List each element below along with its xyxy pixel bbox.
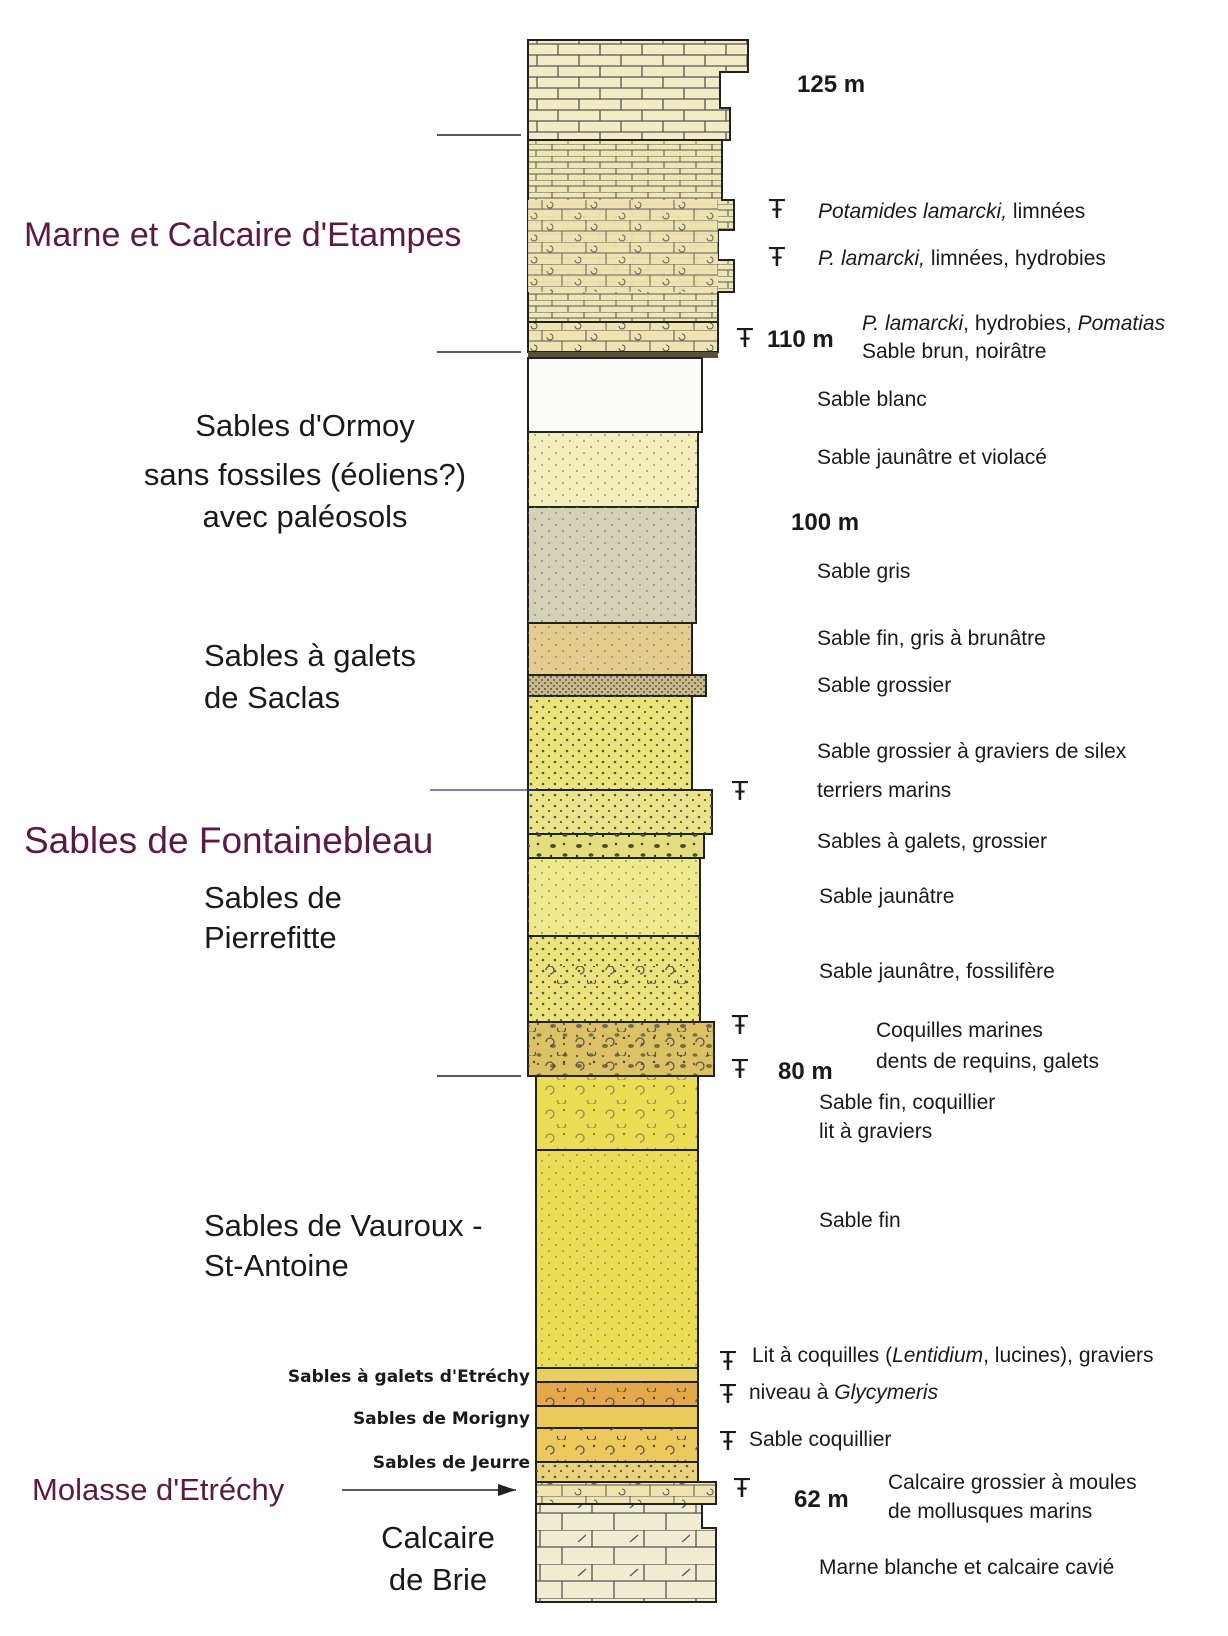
layer-calcaire-de-brie bbox=[535, 1503, 717, 1603]
formation-label-ormoy-3: avec paléosols bbox=[202, 499, 407, 534]
layer-sable-coquillier-shells bbox=[536, 1428, 698, 1462]
formation-label-vauroux-2: St-Antoine bbox=[204, 1248, 349, 1283]
desc-sable-brun: Sable brun, noirâtre bbox=[862, 340, 1046, 363]
molasse-arrow-head bbox=[498, 1484, 516, 1496]
formation-label-etampes: Marne et Calcaire d'Etampes bbox=[24, 216, 461, 254]
formation-label-molasse: Molasse d'Etréchy bbox=[32, 1472, 285, 1507]
fossil-symbol-icon: Ŧ bbox=[733, 1474, 750, 1504]
layer-coquilles-marines-pebbles bbox=[528, 1022, 714, 1076]
formation-label-vauroux-1: Sables de Vauroux - bbox=[204, 1208, 483, 1243]
fossil-symbol-icon: Ŧ bbox=[719, 1380, 736, 1410]
layer-sable-fin-coquillier-shells bbox=[536, 1076, 698, 1150]
layer-sable-jaunatre-dots bbox=[528, 858, 700, 936]
fossil-symbol-icon: Ŧ bbox=[731, 1055, 748, 1085]
layer-sable-blanc bbox=[527, 357, 703, 433]
fossil-symbol-icon: Ŧ bbox=[768, 243, 785, 273]
desc-lit-graviers: lit à graviers bbox=[819, 1120, 932, 1143]
lithology-column bbox=[527, 39, 749, 1603]
layer-jeurre-dots bbox=[536, 1462, 698, 1482]
layer-calcaire-grossier bbox=[535, 1481, 717, 1505]
layer-descriptions: Potamides lamarcki, limnées P. lamarcki,… bbox=[749, 200, 1166, 1579]
desc-coquilles-marines: Coquilles marines bbox=[876, 1019, 1043, 1042]
fossil-symbol-icon: Ŧ bbox=[719, 1427, 736, 1457]
formation-label-ormoy-2: sans fossiles (éoliens?) bbox=[144, 457, 466, 492]
layer-sable-fin-dots bbox=[536, 1150, 698, 1368]
layer-sable-grossier bbox=[527, 674, 707, 697]
layer-terriers-dots bbox=[528, 790, 712, 834]
desc-sables-galets-grossier: Sables à galets, grossier bbox=[817, 830, 1047, 853]
fossil-symbol-icon: Ŧ bbox=[768, 195, 785, 225]
layer-etampes-top-limestone bbox=[527, 39, 749, 141]
desc-sable-fin-gris: Sable fin, gris à brunâtre bbox=[817, 627, 1046, 650]
formation-label-morigny: Sables de Morigny bbox=[353, 1409, 530, 1429]
desc-sable-gris: Sable gris bbox=[817, 560, 910, 583]
desc-sable-jaunatre: Sable jaunâtre bbox=[819, 885, 954, 908]
desc-sable-jaunatre-fossilifere: Sable jaunâtre, fossilifère bbox=[819, 960, 1055, 983]
boundary-lines bbox=[342, 134, 538, 1496]
formation-label-fontainebleau: Sables de Fontainebleau bbox=[24, 820, 433, 861]
fossil-symbol-icon: Ŧ bbox=[736, 324, 753, 354]
desc-sable-fin-coquillier: Sable fin, coquillier bbox=[819, 1091, 995, 1114]
desc-potamides: Potamides lamarcki, limnées bbox=[818, 200, 1085, 223]
formation-label-brie-1: Calcaire bbox=[381, 1520, 495, 1555]
fossil-symbol-icon: Ŧ bbox=[731, 777, 748, 807]
desc-sable-grossier-silex: Sable grossier à graviers de silex bbox=[817, 740, 1127, 763]
desc-glycymeris: niveau à Glycymeris bbox=[749, 1381, 939, 1404]
desc-sable-coquillier: Sable coquillier bbox=[749, 1428, 891, 1451]
formation-label-saclas-2: de Saclas bbox=[204, 680, 340, 715]
layer-etampes-base bbox=[527, 321, 719, 353]
height-62m: 62 m bbox=[794, 1486, 849, 1513]
formation-label-jeurre: Sables de Jeurre bbox=[373, 1453, 530, 1473]
layer-sable-gris-dots bbox=[528, 507, 696, 623]
layer-morigny bbox=[535, 1405, 699, 1429]
layer-etampes-shelly-band bbox=[528, 200, 718, 292]
fossil-symbols: Ŧ Ŧ Ŧ Ŧ Ŧ Ŧ Ŧ Ŧ Ŧ Ŧ bbox=[719, 195, 785, 1504]
height-80m: 80 m bbox=[778, 1058, 833, 1085]
formation-label-pierrefitte-2: Pierrefitte bbox=[204, 920, 337, 955]
layer-sable-fin-gris-dots bbox=[528, 623, 692, 675]
desc-marne-blanche: Marne blanche et calcaire cavié bbox=[819, 1556, 1114, 1579]
desc-dents-requins: dents de requins, galets bbox=[876, 1050, 1099, 1073]
desc-lit-coquilles: Lit à coquilles (Lentidium, lucines), gr… bbox=[752, 1344, 1154, 1367]
desc-sable-grossier: Sable grossier bbox=[817, 674, 951, 697]
height-labels: 125 m 110 m 100 m 80 m 62 m bbox=[767, 71, 865, 1513]
formation-label-etrechy-galets: Sables à galets d'Etréchy bbox=[288, 1367, 530, 1387]
layer-lit-coquilles bbox=[535, 1367, 699, 1383]
desc-sable-fin: Sable fin bbox=[819, 1209, 901, 1232]
layer-sable-fossilifere-shells bbox=[540, 966, 690, 988]
desc-calcaire-grossier: Calcaire grossier à moules bbox=[888, 1471, 1137, 1494]
layer-sables-galets-pebbles bbox=[528, 834, 704, 858]
layer-sable-jaunatre-violace-dots bbox=[528, 432, 698, 507]
formation-label-pierrefitte-1: Sables de bbox=[204, 880, 342, 915]
height-110m: 110 m bbox=[767, 326, 834, 353]
layer-sable-brun bbox=[528, 352, 718, 358]
desc-lamarcki-hydrobies: P. lamarcki, limnées, hydrobies bbox=[818, 247, 1106, 270]
formation-label-saclas-1: Sables à galets bbox=[204, 638, 416, 673]
desc-sable-blanc: Sable blanc bbox=[817, 388, 927, 411]
desc-pomatias: P. lamarcki, hydrobies, Pomatias bbox=[862, 312, 1166, 335]
formation-label-ormoy-1: Sables d'Ormoy bbox=[195, 408, 415, 443]
layer-sable-grossier-silex-dots bbox=[528, 696, 692, 790]
desc-terriers: terriers marins bbox=[817, 779, 951, 802]
fossil-symbol-icon: Ŧ bbox=[731, 1011, 748, 1041]
desc-mollusques: de mollusques marins bbox=[888, 1500, 1092, 1523]
layer-glycymeris-shells bbox=[536, 1382, 698, 1406]
fossil-symbol-icon: Ŧ bbox=[719, 1347, 736, 1377]
formation-labels: Marne et Calcaire d'Etampes Sables d'Orm… bbox=[24, 216, 530, 1597]
desc-sable-jaunatre-violace: Sable jaunâtre et violacé bbox=[817, 446, 1047, 469]
height-100m: 100 m bbox=[791, 509, 859, 536]
height-125m: 125 m bbox=[797, 71, 865, 98]
formation-label-brie-2: de Brie bbox=[389, 1562, 487, 1597]
